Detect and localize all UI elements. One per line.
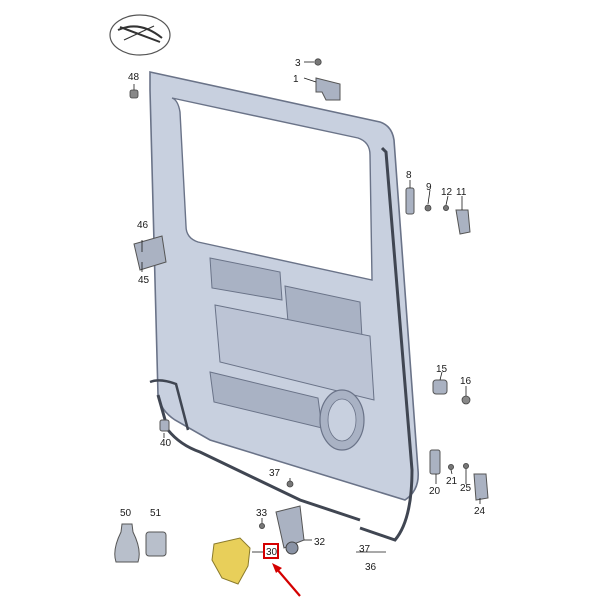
bolt-21	[447, 463, 454, 470]
callout-51: 51	[150, 508, 162, 519]
callout-24: 24	[474, 506, 486, 517]
vehicle-orientation-icon	[109, 14, 171, 56]
callout-15: 15	[436, 364, 448, 375]
callout-20: 20	[429, 486, 441, 497]
callout-3: 3	[295, 58, 301, 69]
callout-25: 25	[460, 483, 472, 494]
callout-36: 36	[365, 562, 377, 573]
callout-33: 33	[256, 508, 268, 519]
callout-labels: 1 3 8 9 11 12 15 16 20 21 24 25 32 33 36…	[120, 58, 486, 573]
highlighted-callout-30: 30	[263, 543, 279, 559]
striker-24	[473, 473, 489, 501]
clip-48	[129, 89, 139, 99]
hinge-part-1	[315, 77, 341, 101]
callout-50: 50	[120, 508, 132, 519]
bolt-3	[314, 58, 322, 66]
callout-1: 1	[293, 74, 299, 85]
bottle-50	[114, 523, 140, 563]
callout-11: 11	[456, 187, 467, 198]
bolt-9	[424, 204, 432, 212]
callout-37-upper: 37	[269, 468, 281, 479]
callout-9: 9	[426, 182, 432, 193]
bolt-33	[258, 523, 265, 530]
callout-30: 30	[266, 547, 278, 558]
window-opening	[171, 97, 373, 281]
callout-8: 8	[406, 170, 412, 181]
nut-16	[461, 395, 471, 405]
mid-recess	[214, 304, 375, 401]
callout-48: 48	[128, 72, 140, 83]
leader-lines	[133, 61, 481, 553]
bolt-12	[442, 204, 449, 211]
callout-16: 16	[460, 376, 472, 387]
bracket-32	[275, 505, 305, 555]
latch-20	[429, 449, 441, 475]
callout-40: 40	[160, 438, 172, 449]
upper-recess	[209, 257, 283, 301]
callout-45: 45	[138, 275, 150, 286]
roller-15	[432, 379, 448, 395]
door-panel	[149, 71, 420, 501]
cap-40	[159, 419, 170, 432]
bolt-25	[462, 462, 469, 469]
callout-37-lower: 37	[359, 544, 371, 555]
container-51	[145, 531, 167, 557]
callout-12: 12	[441, 187, 453, 198]
bolt-37	[286, 480, 294, 488]
cover-bracket-30	[211, 537, 251, 585]
bracket-11	[455, 209, 471, 235]
callout-21: 21	[446, 476, 458, 487]
callout-46: 46	[137, 220, 149, 231]
callout-32: 32	[314, 537, 326, 548]
red-arrow-icon	[272, 563, 301, 597]
rail-part-8	[405, 187, 415, 215]
